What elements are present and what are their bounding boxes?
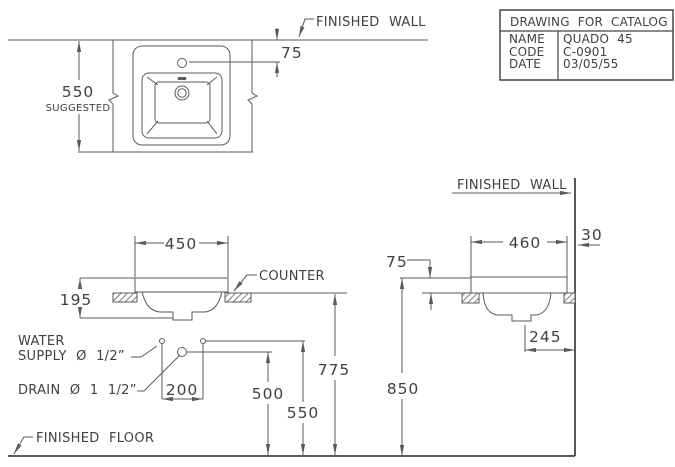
basin-profile-front xyxy=(141,291,223,321)
row-code-label: CODE xyxy=(509,45,544,59)
sink-rim-side xyxy=(470,276,568,294)
row-name-label: NAME xyxy=(509,32,545,46)
finished-floor-label: FINISHED FLOOR xyxy=(36,431,154,446)
dim-rim-above-counter: 75 xyxy=(386,253,408,271)
drain-hole-inner xyxy=(177,88,187,98)
counter-hatch-right xyxy=(224,292,252,303)
drain-leader xyxy=(137,354,181,392)
water-supply-leader xyxy=(131,345,158,358)
finished-floor-leader xyxy=(13,436,33,455)
sink-outline-plan xyxy=(132,45,231,146)
title-block-dividers xyxy=(500,30,673,80)
dim-front-sink-depth: 195 xyxy=(60,291,93,309)
break-line-left xyxy=(108,40,120,152)
supply-extension-lines xyxy=(161,344,204,399)
drain-label: DRAIN Ø 1 1/2” xyxy=(18,383,137,398)
dim-supply-spacing: 200 xyxy=(166,381,199,399)
dim-front-sink-width: 450 xyxy=(165,235,198,253)
row-name-value: QUADO 45 xyxy=(563,32,633,46)
counter-leader xyxy=(233,274,257,292)
overflow-slot xyxy=(177,77,187,80)
dim-wall-gap: 30 xyxy=(581,226,603,244)
dim-rim-height-floor: 850 xyxy=(387,380,420,398)
dim-plan-suggested-height: 550 xyxy=(62,83,95,101)
dim-side-sink-depth: 460 xyxy=(509,234,542,252)
counter-label: COUNTER xyxy=(259,269,325,284)
counter-hatch-side-right xyxy=(563,292,576,304)
title-block-border xyxy=(499,9,674,81)
finished-wall-label-right: FINISHED WALL xyxy=(457,178,567,193)
water-supply-label-line2: SUPPLY Ø 1/2” xyxy=(18,349,125,364)
finished-wall-leader-top xyxy=(298,18,314,38)
dim-450-extensions xyxy=(134,236,229,277)
dim-drain-offset-wall: 245 xyxy=(529,328,562,346)
basin-inner-plan xyxy=(154,81,211,124)
counter-hatch-side-left xyxy=(461,292,480,304)
drain-hole-outer xyxy=(174,85,190,101)
title-block-header: DRAWING FOR CATALOG xyxy=(510,15,668,29)
sink-rim-front xyxy=(134,277,229,293)
row-code-value: C-0901 xyxy=(563,45,607,59)
basin-outer-plan xyxy=(141,72,223,139)
row-date-label: DATE xyxy=(509,57,541,71)
dim-supply-height: 550 xyxy=(287,404,320,422)
counter-hatch-left xyxy=(112,292,138,303)
finished-wall-label-top: FINISHED WALL xyxy=(316,15,426,30)
dim-drain-height: 500 xyxy=(252,385,285,403)
water-supply-label-line1: WATER xyxy=(18,334,65,349)
dim-460-extensions xyxy=(470,236,568,277)
water-supply-point-right xyxy=(200,338,206,344)
faucet-hole xyxy=(177,58,187,68)
basin-slope-lines xyxy=(146,76,218,135)
dim-plan-faucet-offset: 75 xyxy=(281,44,303,62)
basin-profile-side xyxy=(482,292,552,322)
front-elevation: 450 195 COUNTER 200 WATER SUPPLY Ø 1/2” … xyxy=(8,235,575,457)
suggested-label: SUGGESTED xyxy=(46,103,111,114)
plan-view: FINISHED WALL 75 550 SUGGESTED xyxy=(8,15,428,153)
title-block: DRAWING FOR CATALOG NAME QUADO 45 CODE C… xyxy=(499,9,674,81)
row-date-value: 03/05/55 xyxy=(563,57,619,71)
water-supply-point-left xyxy=(159,338,165,344)
dim-counter-height: 775 xyxy=(318,361,351,379)
drain-point xyxy=(177,347,187,357)
side-elevation: FINISHED WALL 460 30 75 850 245 xyxy=(386,178,603,456)
break-line-right xyxy=(247,40,259,152)
